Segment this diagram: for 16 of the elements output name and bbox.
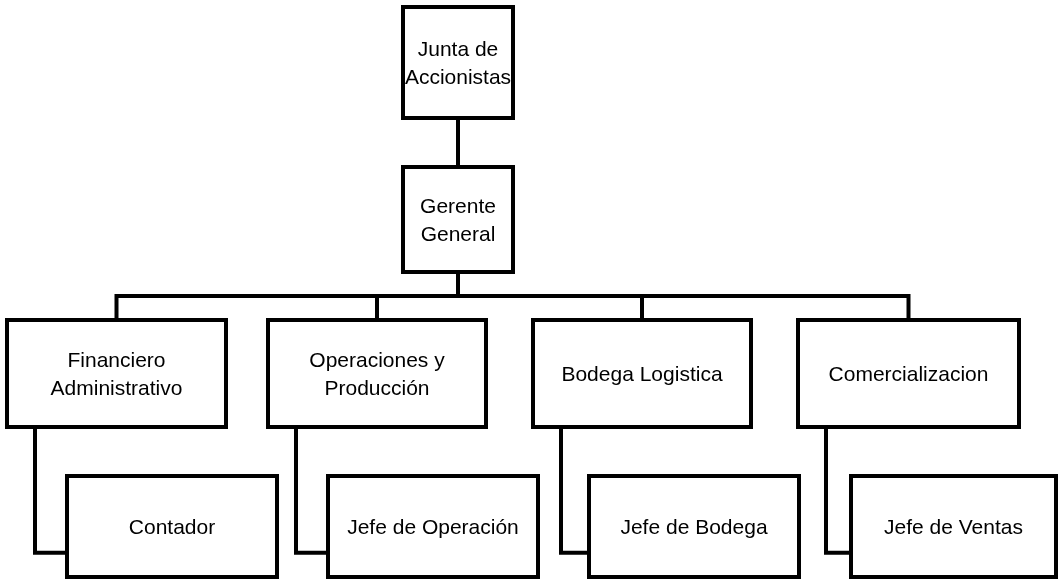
org-chart-box: Financiero Administrativo: [5, 318, 228, 429]
org-chart-box: Jefe de Ventas: [849, 474, 1058, 579]
org-chart-box: Gerente General: [401, 165, 515, 274]
org-chart-box: Jefe de Bodega: [587, 474, 801, 579]
connector-line: [294, 429, 326, 555]
org-chart-box: Operaciones y Producción: [266, 318, 488, 429]
connector-line: [456, 120, 460, 165]
org-chart-box: Jefe de Operación: [326, 474, 540, 579]
connector-line: [824, 429, 849, 555]
connector-line: [559, 429, 587, 555]
org-chart-box: Bodega Logistica: [531, 318, 753, 429]
connector-line: [456, 274, 911, 318]
org-chart-box: Junta de Accionistas: [401, 5, 515, 120]
connector-line: [33, 429, 65, 555]
org-chart-box: Comercializacion: [796, 318, 1021, 429]
org-chart-box: Contador: [65, 474, 279, 579]
